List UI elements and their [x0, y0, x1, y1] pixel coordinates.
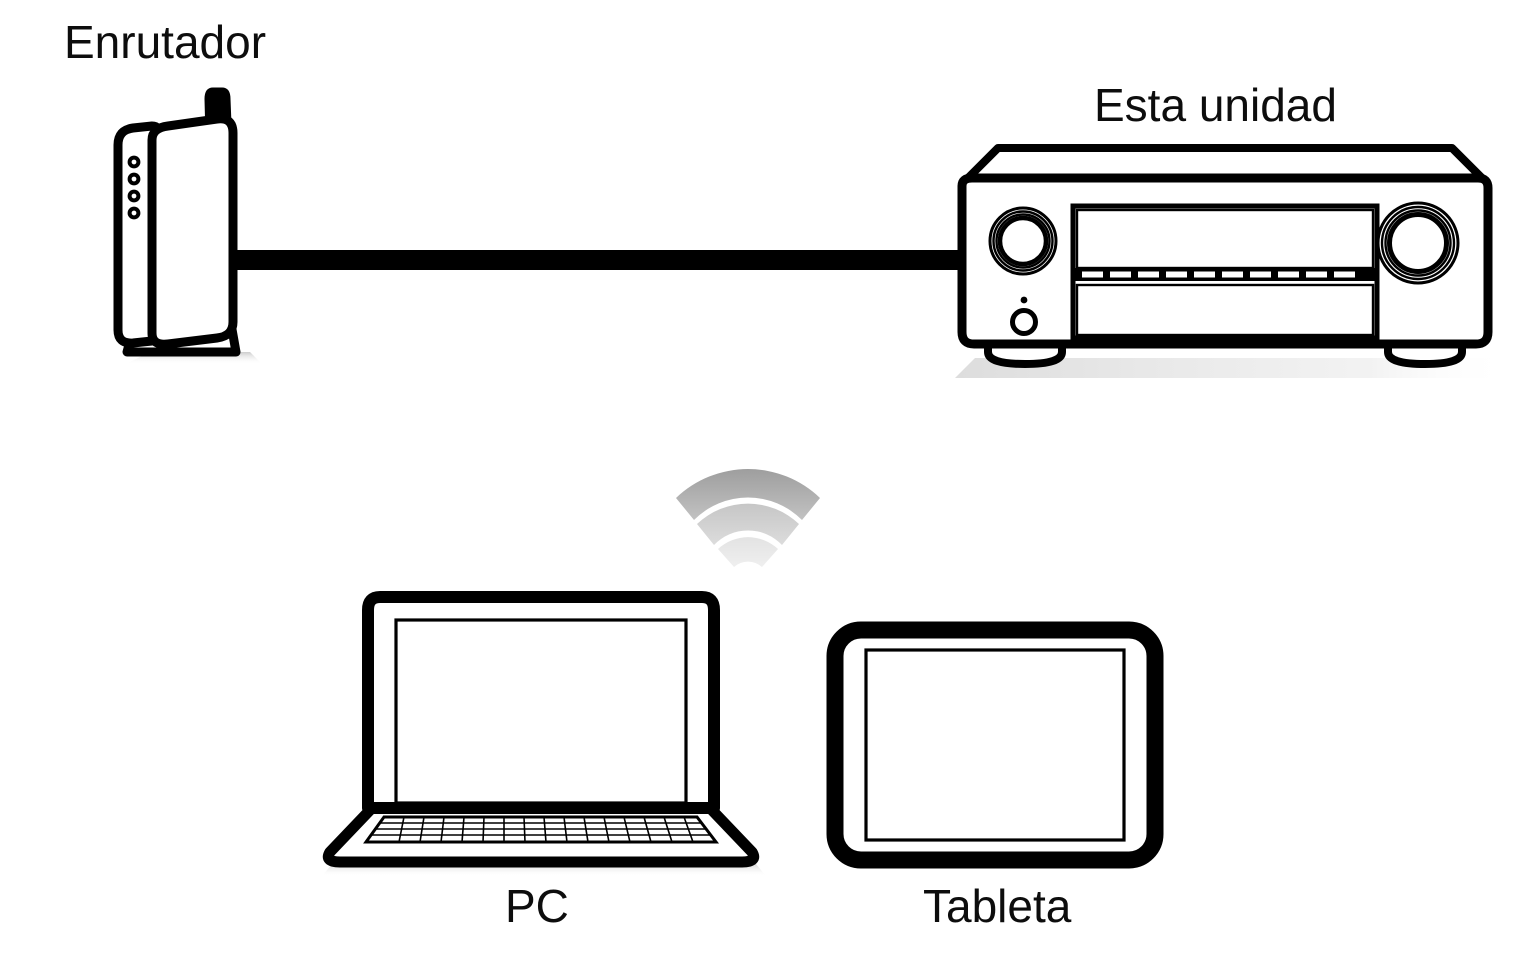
pc-label: PC	[505, 880, 569, 932]
ethernet-cable	[231, 250, 959, 270]
tablet-screen	[864, 648, 1126, 842]
receiver-display-segments	[1082, 271, 1355, 278]
router-led-indicators	[127, 155, 141, 220]
receiver-label: Esta unidad	[1094, 79, 1337, 131]
receiver-power-button	[1010, 308, 1038, 336]
tablet-icon	[826, 621, 1164, 869]
router-label: Enrutador	[64, 16, 266, 68]
tablet-label: Tableta	[923, 880, 1072, 932]
receiver-volume-knob	[1376, 201, 1460, 285]
wifi-signal-icon	[676, 469, 820, 567]
av-receiver-icon	[955, 144, 1510, 378]
laptop-screen	[394, 618, 688, 805]
laptop-icon	[322, 591, 766, 876]
wireless-router-icon	[113, 87, 262, 364]
receiver-power-led	[1020, 296, 1028, 304]
receiver-left-knob	[988, 206, 1058, 276]
laptop-keyboard	[363, 815, 720, 844]
receiver-display-panel	[1070, 203, 1380, 341]
